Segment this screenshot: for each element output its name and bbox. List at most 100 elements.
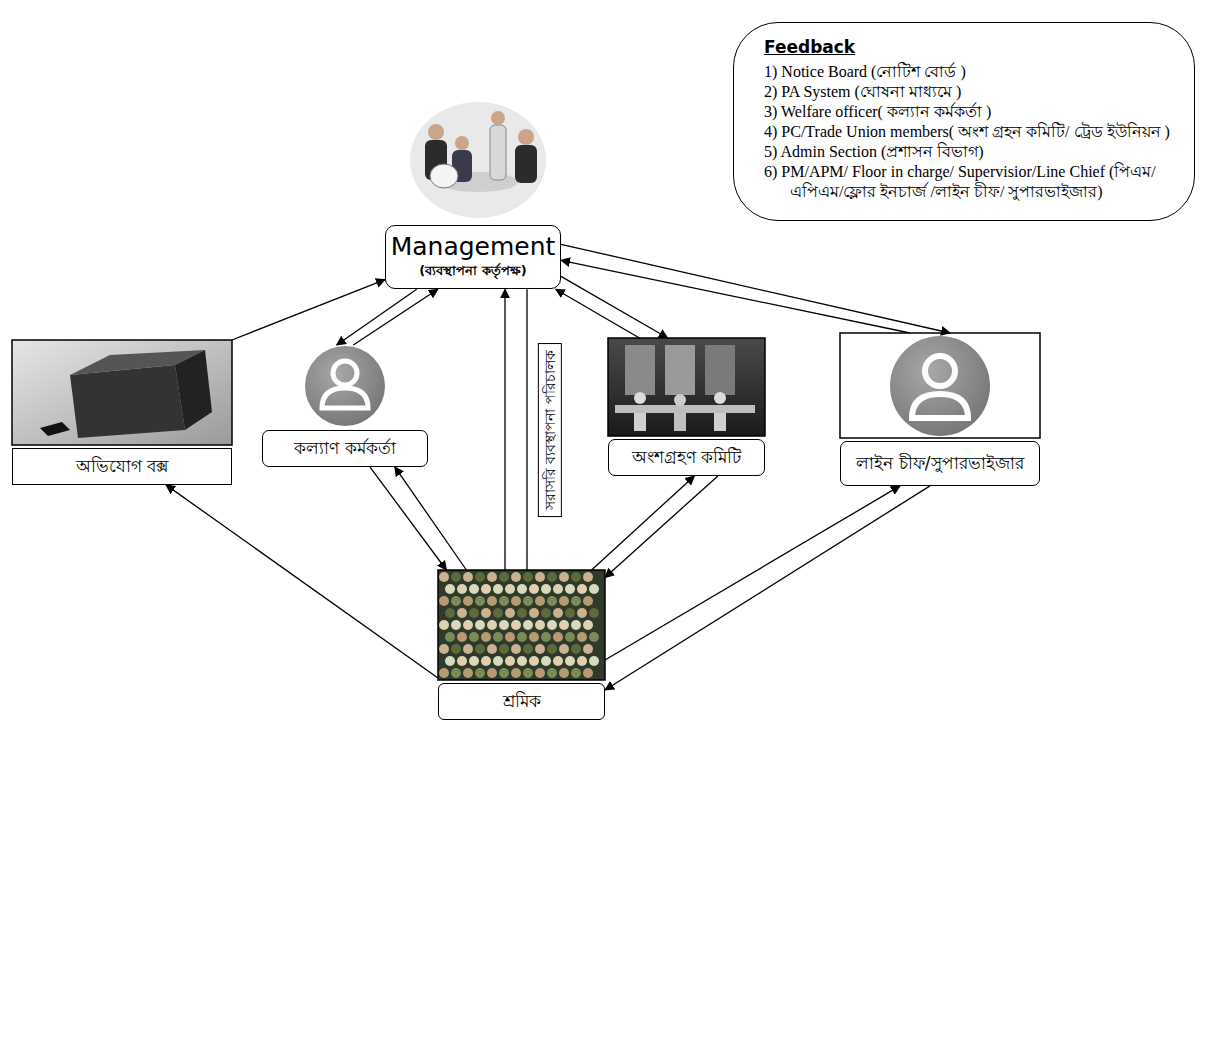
crowd-head (457, 608, 467, 618)
crowd-head (547, 644, 557, 654)
connector-arrow (337, 289, 417, 345)
box-title: Management (390, 232, 556, 262)
crowd-head (577, 608, 587, 618)
card-label: কল্যাণ কর্মকর্তা (269, 437, 421, 460)
connector-arrow (232, 280, 385, 340)
meeting-photo (410, 102, 546, 218)
crowd-head (541, 656, 551, 666)
crowd-head (493, 584, 503, 594)
connector-arrow (504, 289, 505, 570)
workers-photo-part (438, 570, 605, 680)
crowd-head (571, 596, 581, 606)
line-chief-avatar-part (912, 394, 968, 418)
crowd-head (565, 656, 575, 666)
crowd-head (547, 620, 557, 630)
crowd-head (445, 632, 455, 642)
crowd-head (547, 668, 557, 678)
crowd-head (487, 644, 497, 654)
crowd-head (571, 668, 581, 678)
crowd-head (553, 632, 563, 642)
crowd-head (571, 572, 581, 582)
crowd-head (535, 596, 545, 606)
complaint-box-photo-part (12, 340, 232, 445)
crowd-head (487, 668, 497, 678)
list-item: 6) PM/APM/ Floor in charge/ Supervisior/… (764, 162, 1170, 202)
crowd-head (583, 644, 593, 654)
complaint-box-card: অভিযোগ বক্স (12, 340, 232, 485)
crowd-head (469, 584, 479, 594)
crowd-head (463, 668, 473, 678)
meeting-photo-part (430, 164, 458, 188)
crowd-head (457, 584, 467, 594)
crowd-head (469, 656, 479, 666)
crowd-head (439, 572, 449, 582)
crowd-head (475, 668, 485, 678)
crowd-head (547, 596, 557, 606)
crowd-head (529, 632, 539, 642)
complaint-box-photo-part (70, 365, 185, 438)
connector-arrow (395, 467, 467, 570)
crowd-head (583, 668, 593, 678)
committee-photo-part (674, 394, 686, 406)
crowd-head (523, 572, 533, 582)
crowd-head (487, 620, 497, 630)
crowd-head (493, 656, 503, 666)
crowd-head (517, 632, 527, 642)
line-chief-card: লাইন চীফ/সুপারভাইজার (840, 333, 1040, 486)
crowd-head (583, 620, 593, 630)
committee-photo-part (714, 413, 726, 431)
crowd-head (439, 644, 449, 654)
card-label: অংশগ্রহণ কমিটি (615, 446, 758, 469)
crowd-head (445, 656, 455, 666)
crowd-head (511, 668, 521, 678)
welfare-officer-avatar-part (322, 388, 368, 408)
crowd-head (475, 644, 485, 654)
committee-card: অংশগ্রহণ কমিটি (608, 338, 765, 476)
crowd-head (445, 584, 455, 594)
crowd-head (511, 644, 521, 654)
list-item: 1) Notice Board (নোটিশ বোর্ড ) (764, 62, 1170, 82)
crowd-head (535, 620, 545, 630)
crowd-head (565, 584, 575, 594)
crowd-head (529, 584, 539, 594)
crowd-head (463, 572, 473, 582)
crowd-head (571, 644, 581, 654)
connector-arrow (166, 485, 438, 678)
welfare-officer-avatar-part (333, 361, 357, 385)
crowd-head (529, 656, 539, 666)
crowd-head (535, 572, 545, 582)
line-chief-avatar-part (925, 356, 955, 386)
connector-arrow (605, 486, 900, 660)
feedback-panel: Feedback1) Notice Board (নোটিশ বোর্ড )2)… (733, 22, 1195, 221)
crowd-head (451, 620, 461, 630)
crowd-head (505, 608, 515, 618)
crowd-head (499, 620, 509, 630)
connector-arrow (561, 244, 950, 333)
crowd-head (529, 608, 539, 618)
crowd-head (457, 632, 467, 642)
committee-photo-part (705, 345, 735, 395)
crowd-head (547, 572, 557, 582)
crowd-head (487, 572, 497, 582)
crowd-head (541, 584, 551, 594)
crowd-head (589, 584, 599, 594)
crowd-head (475, 620, 485, 630)
crowd-head (451, 668, 461, 678)
crowd-head (589, 632, 599, 642)
committee-photo-part (674, 413, 686, 431)
crowd-head (559, 596, 569, 606)
crowd-head (523, 620, 533, 630)
crowd-head (523, 668, 533, 678)
line-chief-avatar (840, 333, 1040, 438)
card-label: লাইন চীফ/সুপারভাইজার (847, 452, 1033, 475)
crowd-head (493, 632, 503, 642)
connector-arrow (353, 289, 438, 345)
connector-arrow (605, 486, 930, 690)
crowd-head (451, 644, 461, 654)
crowd-head (439, 620, 449, 630)
connector-arrow (605, 476, 718, 578)
management-box: Management(ব্যবস্থাপনা কর্তৃপক্ষ) (385, 225, 561, 289)
crowd-head (463, 620, 473, 630)
committee-photo-part (634, 413, 646, 431)
meeting-photo-part (518, 129, 534, 145)
